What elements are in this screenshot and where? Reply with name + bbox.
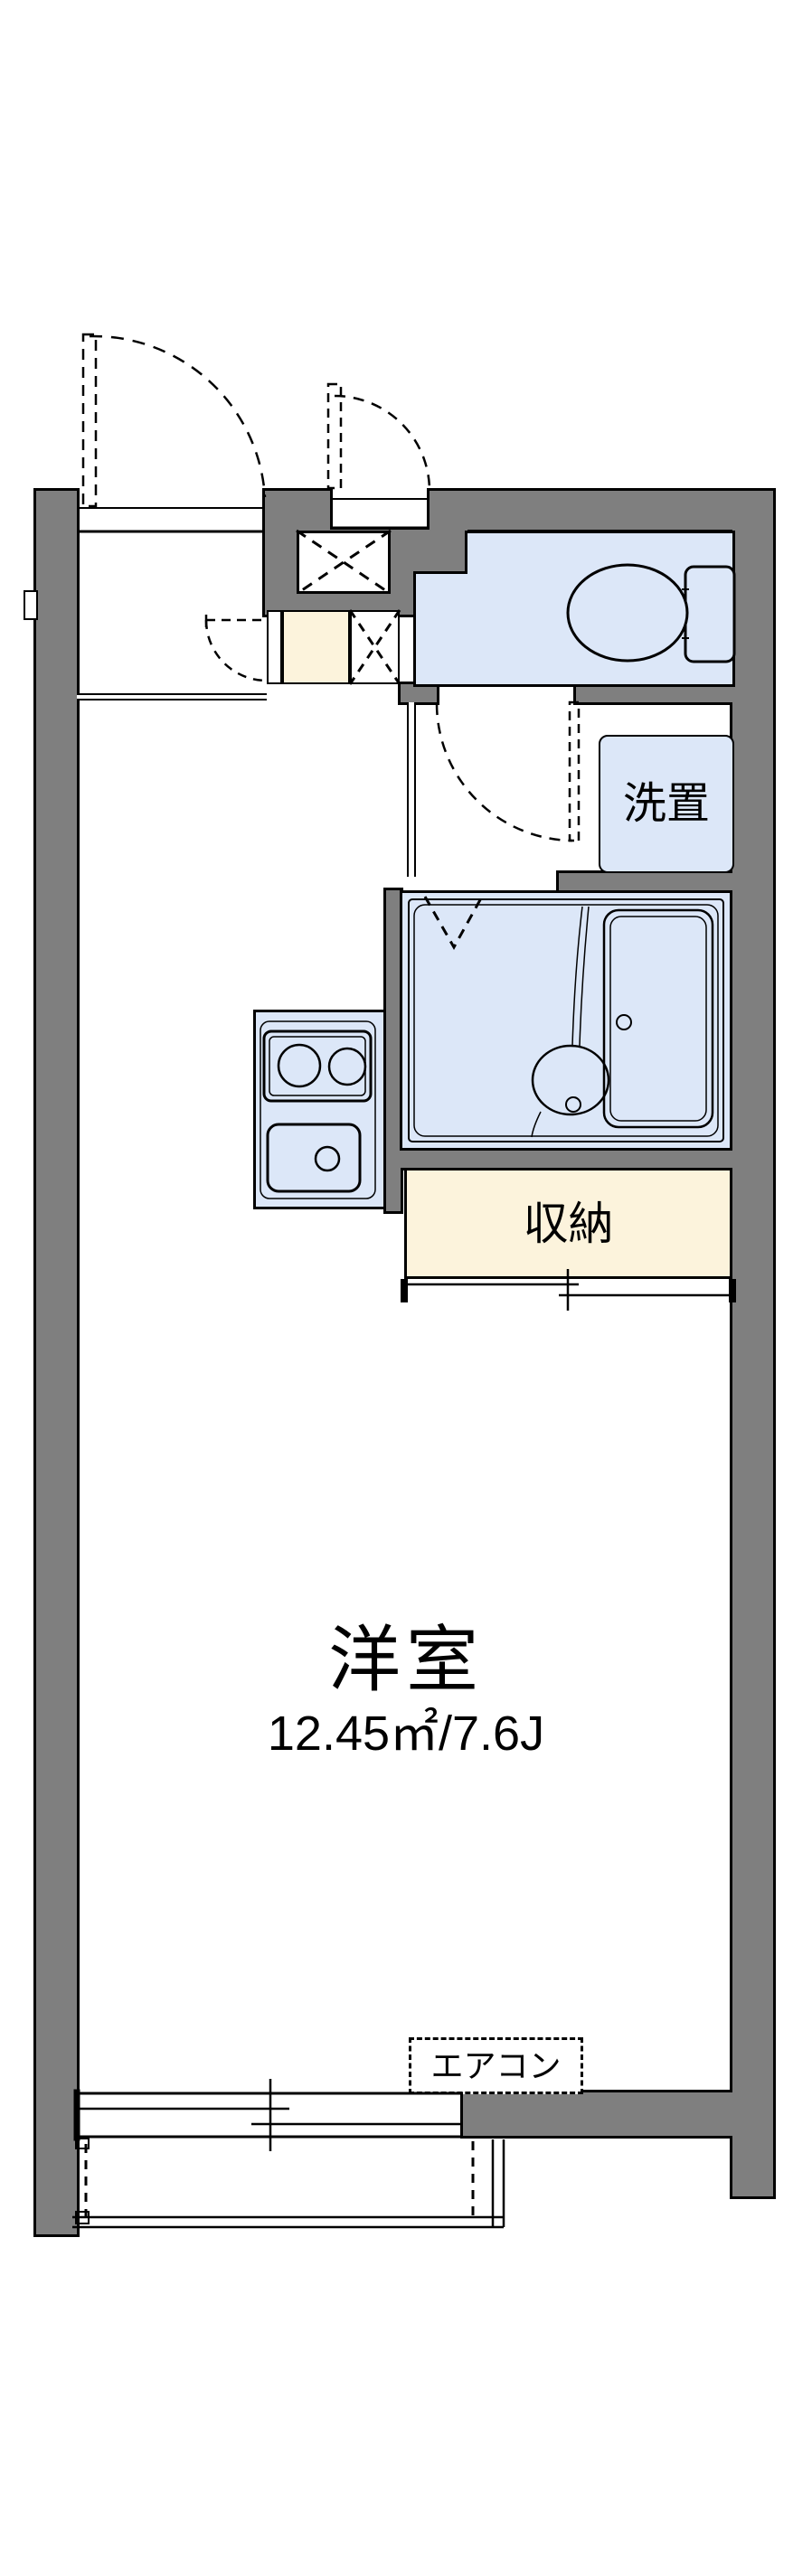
entrance-door-icon xyxy=(77,333,267,533)
kitchen-counter xyxy=(253,1010,386,1209)
storage-label: 収納 xyxy=(523,1198,614,1249)
toilet-step-wall xyxy=(416,530,467,574)
washroom-top-wall-left xyxy=(401,684,437,702)
room-name-text: 洋室 xyxy=(328,1620,484,1700)
room-title: 洋室 xyxy=(225,1622,587,1698)
room-boundary-line xyxy=(77,693,267,700)
washer-space-box: 洗置 xyxy=(599,735,734,873)
meter-box xyxy=(297,531,391,594)
kitchen-sink-icon xyxy=(266,1123,362,1193)
bottom-wall xyxy=(463,2092,735,2136)
stove-icon xyxy=(260,1020,376,1199)
toilet-icon xyxy=(566,563,736,663)
utility-closet xyxy=(282,610,350,684)
external-vent-box xyxy=(24,590,38,620)
right-wall xyxy=(732,491,773,2196)
storage-door-jamb xyxy=(401,1279,408,1302)
room-area-text: 12.45㎡/7.6J xyxy=(267,1706,545,1761)
top-wall-mid xyxy=(265,491,330,530)
kitchen-side-wall xyxy=(386,890,401,1211)
window-icon xyxy=(73,2079,463,2151)
left-wall xyxy=(36,491,77,2234)
aircon-box: エアコン xyxy=(409,2037,583,2094)
storage-sliding-door-icon xyxy=(404,1269,732,1311)
utility-door-strip xyxy=(267,610,282,684)
bath-storage-wall xyxy=(401,1148,735,1168)
washer-space-label: 洗置 xyxy=(622,779,710,828)
washroom-top-wall-right xyxy=(576,684,735,702)
toilet-door-icon xyxy=(435,685,581,842)
bathtub-icon xyxy=(408,896,724,1142)
pipe-space-box xyxy=(350,610,400,684)
utility-closet-door-icon xyxy=(204,615,268,682)
storage-door-jamb xyxy=(729,1279,736,1302)
aircon-label: エアコン xyxy=(430,2046,562,2084)
top-wall-right xyxy=(430,491,773,530)
room-area: 12.45㎡/7.6J xyxy=(225,1706,587,1761)
wash-basin-icon xyxy=(531,1044,610,1138)
pipe-space-x-icon xyxy=(348,609,401,685)
meterbox-door-icon xyxy=(326,382,431,530)
meter-box-x-icon xyxy=(296,529,392,596)
washroom-partition xyxy=(407,702,416,877)
balcony xyxy=(72,2138,505,2229)
